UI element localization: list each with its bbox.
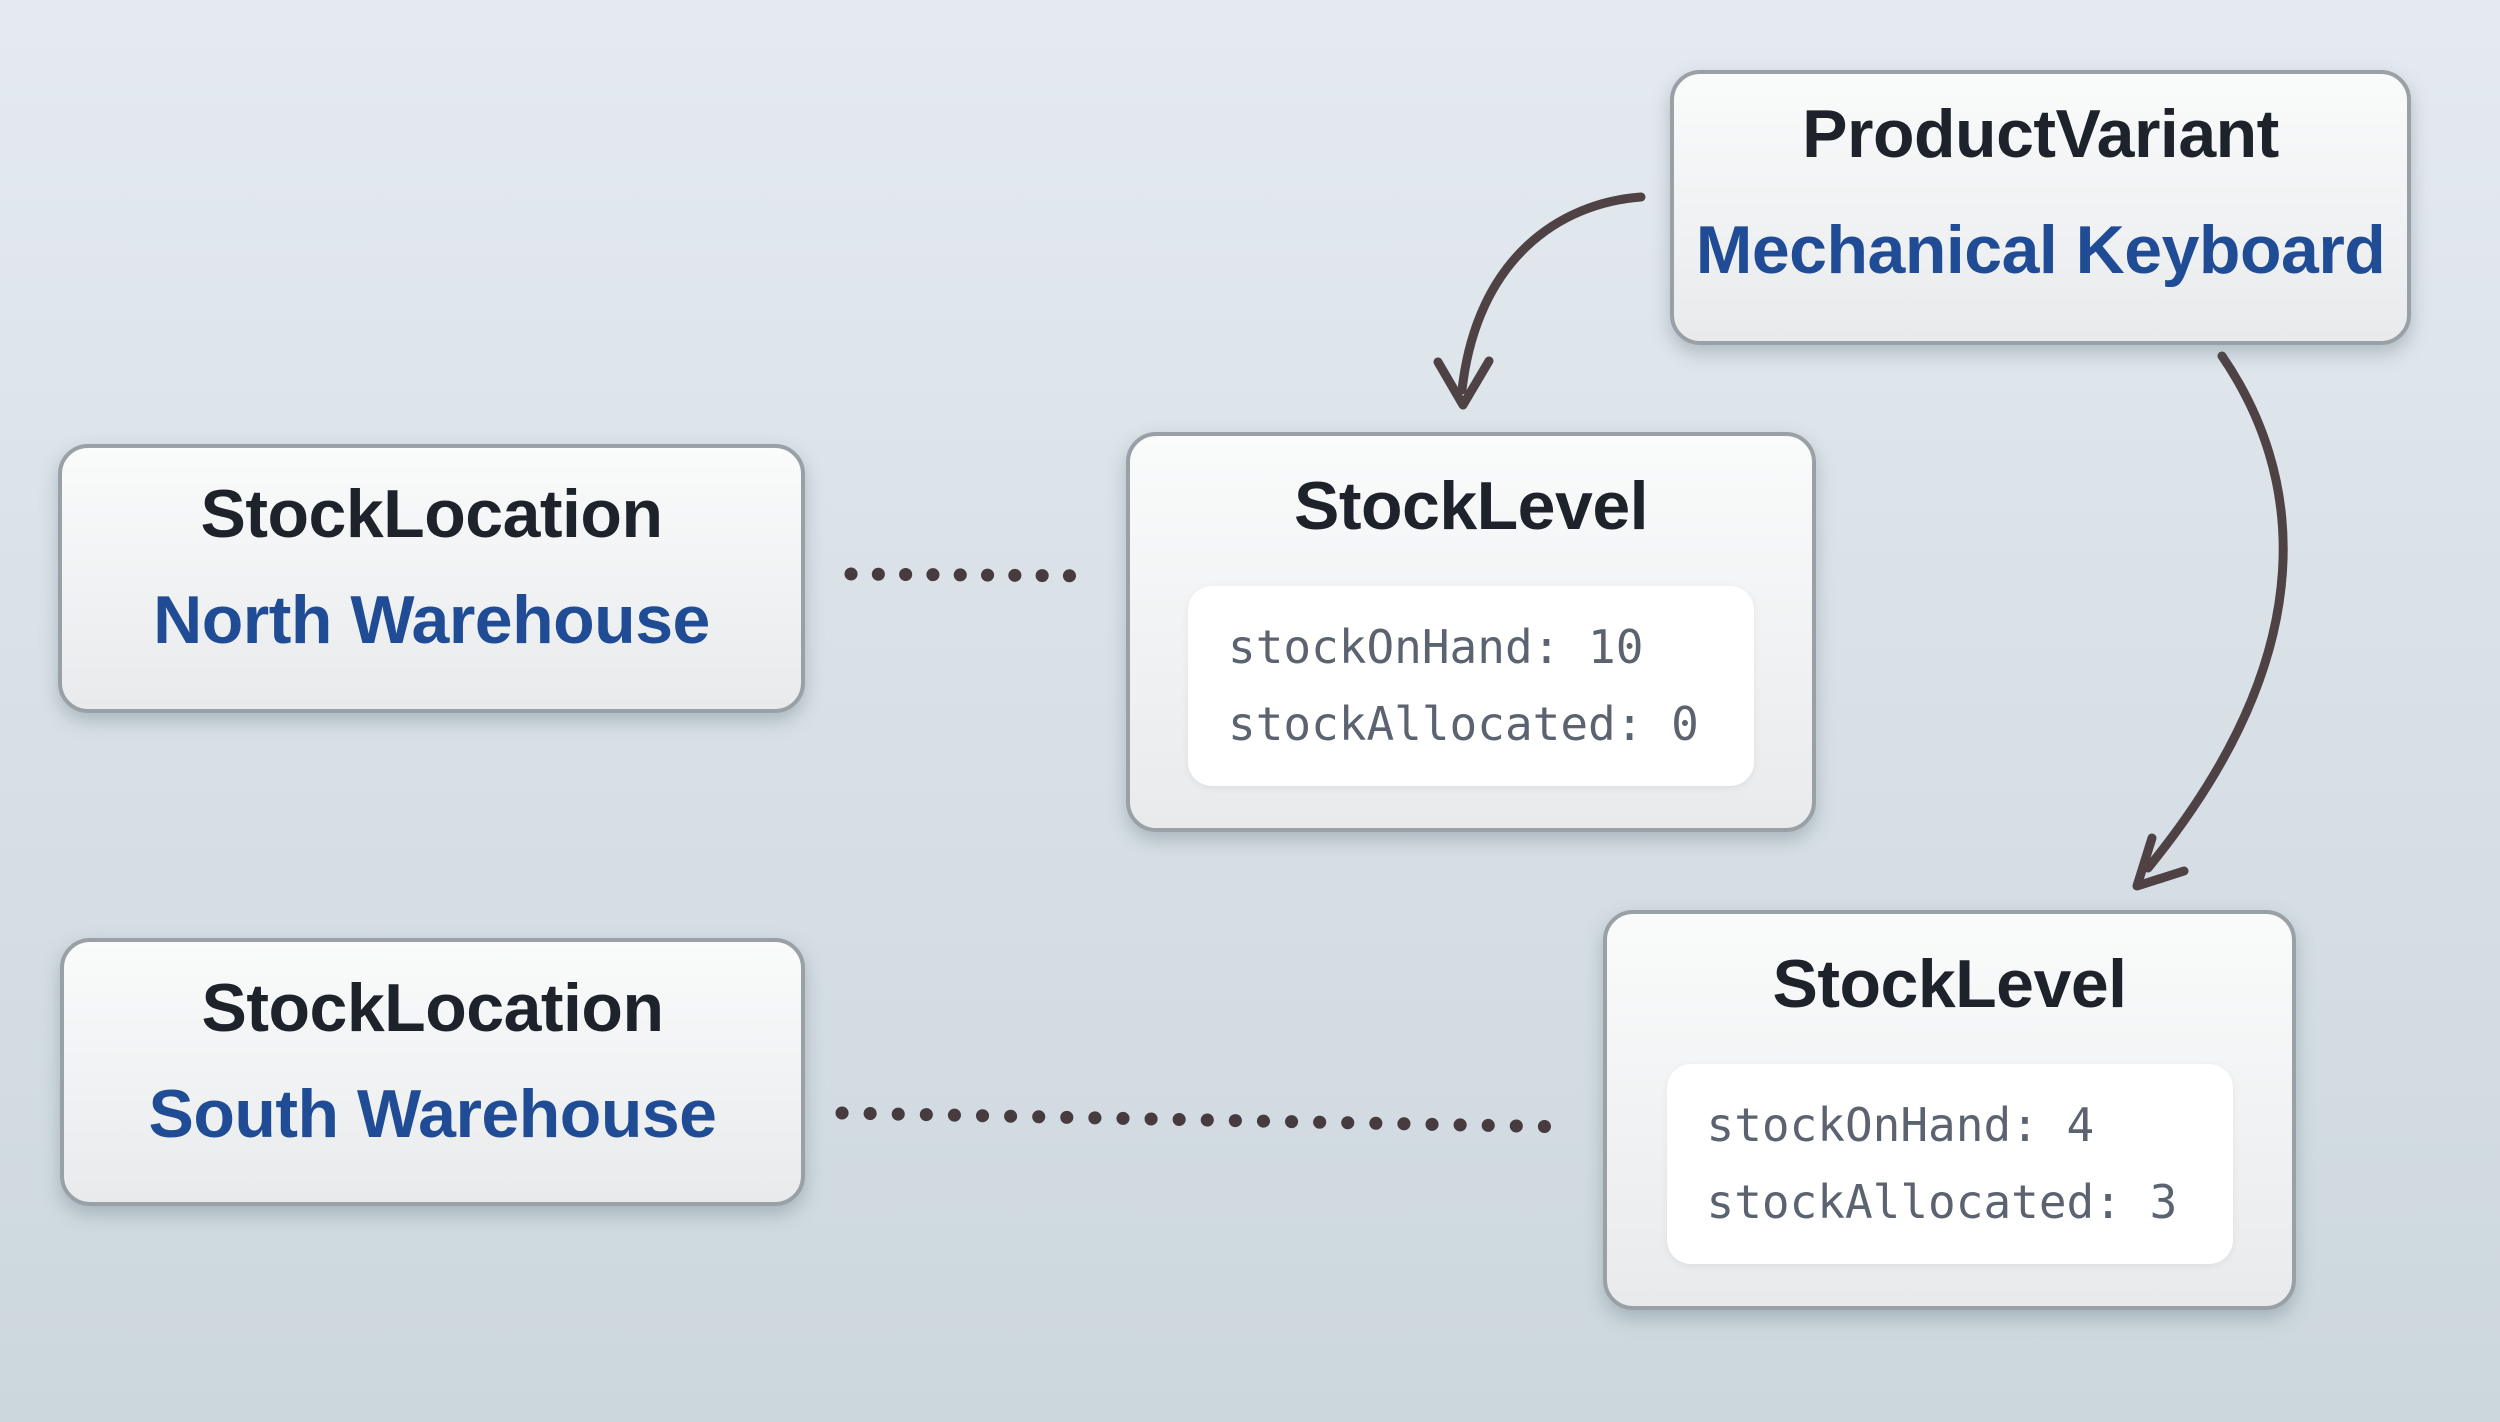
- relation-arrow-productvariant-to-stocklevel-south: [2143, 351, 2288, 873]
- node-stock-level-north: StockLevel stockOnHand: 10 stockAllocate…: [1126, 432, 1816, 832]
- field-stock-on-hand: stockOnHand: 4: [1706, 1098, 2095, 1152]
- node-product-variant: ProductVariant Mechanical Keyboard: [1670, 70, 2411, 345]
- node-stock-location-north: StockLocation North Warehouse: [58, 444, 805, 713]
- dotted-link-stocklocation-south-to-stocklevel: [835, 1106, 1577, 1134]
- properties-panel: stockOnHand: 4 stockAllocated: 3: [1666, 1064, 2233, 1264]
- node-type-label: StockLevel: [1772, 946, 2127, 1022]
- node-stock-location-south: StockLocation South Warehouse: [60, 938, 805, 1206]
- relation-arrow-productvariant-to-stocklevel-north: [1457, 192, 1646, 395]
- field-stock-allocated: stockAllocated: 3: [1706, 1175, 2178, 1229]
- properties-panel: stockOnHand: 10 stockAllocated: 0: [1188, 586, 1754, 786]
- node-type-label: ProductVariant: [1802, 96, 2279, 172]
- node-instance-label: South Warehouse: [148, 1076, 717, 1152]
- node-stock-level-south: StockLevel stockOnHand: 4 stockAllocated…: [1603, 910, 2296, 1310]
- node-instance-label: North Warehouse: [153, 582, 710, 658]
- node-type-label: StockLocation: [201, 970, 665, 1046]
- field-stock-on-hand: stockOnHand: 10: [1228, 620, 1644, 674]
- arrowhead-down-left-icon: [2132, 833, 2189, 891]
- field-stock-allocated: stockAllocated: 0: [1228, 697, 1699, 751]
- node-type-label: StockLocation: [200, 476, 664, 552]
- dotted-link-stocklocation-north-to-stocklevel: [844, 567, 1102, 583]
- node-type-label: StockLevel: [1293, 468, 1649, 544]
- arrowhead-down-icon: [1433, 356, 1494, 410]
- node-instance-label: Mechanical Keyboard: [1695, 212, 2386, 288]
